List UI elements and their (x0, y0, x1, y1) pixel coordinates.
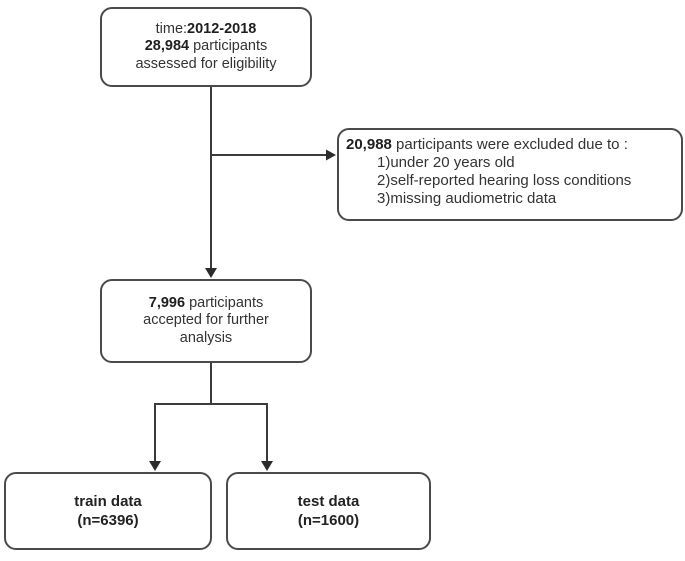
excluded-heading-suffix: participants were excluded due to : (391, 136, 628, 153)
eligibility-line-assessed: assessed for eligibility (135, 55, 277, 72)
test-n: (n=1600) (297, 512, 360, 529)
test-data-box: test data (n=1600) (226, 472, 431, 550)
time-label: time: (155, 20, 188, 37)
accepted-line-2: accepted for further (143, 312, 269, 329)
excluded-reason-1: 1)under 20 years old (377, 154, 515, 171)
eligibility-line-count: 28,984 participants (145, 38, 268, 56)
accepted-line-count: 7,996 participants (149, 295, 263, 313)
eligibility-count-suffix: participants (189, 38, 268, 55)
train-title: train data (74, 493, 142, 510)
accepted-line-3: analysis (179, 329, 233, 346)
train-n: (n=6396) (77, 512, 139, 529)
excluded-reason-2: 2)self-reported hearing loss conditions (377, 172, 632, 189)
arrowhead-right-excluded (326, 149, 336, 161)
excluded-count: 20,988 (346, 136, 392, 153)
test-title: test data (297, 493, 360, 510)
excluded-box: 20,988 participants were excluded due to… (337, 128, 683, 221)
arrowhead-down-test (261, 461, 273, 471)
arrowhead-down-accepted (205, 268, 217, 278)
accepted-count: 7,996 (148, 294, 186, 311)
train-data-box: train data (n=6396) (4, 472, 212, 550)
excluded-reason-3: 3)missing audiometric data (377, 190, 557, 207)
eligibility-box: time:2012-2018 28,984 participants asses… (100, 7, 312, 87)
accepted-count-suffix: participants (185, 294, 264, 311)
accepted-box: 7,996 participants accepted for further … (100, 279, 312, 363)
time-value: 2012-2018 (187, 20, 257, 37)
excluded-heading: 20,988 participants were excluded due to… (346, 136, 675, 154)
arrowhead-down-train (149, 461, 161, 471)
eligibility-count: 28,984 (144, 38, 190, 55)
eligibility-line-time: time:2012-2018 (156, 21, 257, 39)
